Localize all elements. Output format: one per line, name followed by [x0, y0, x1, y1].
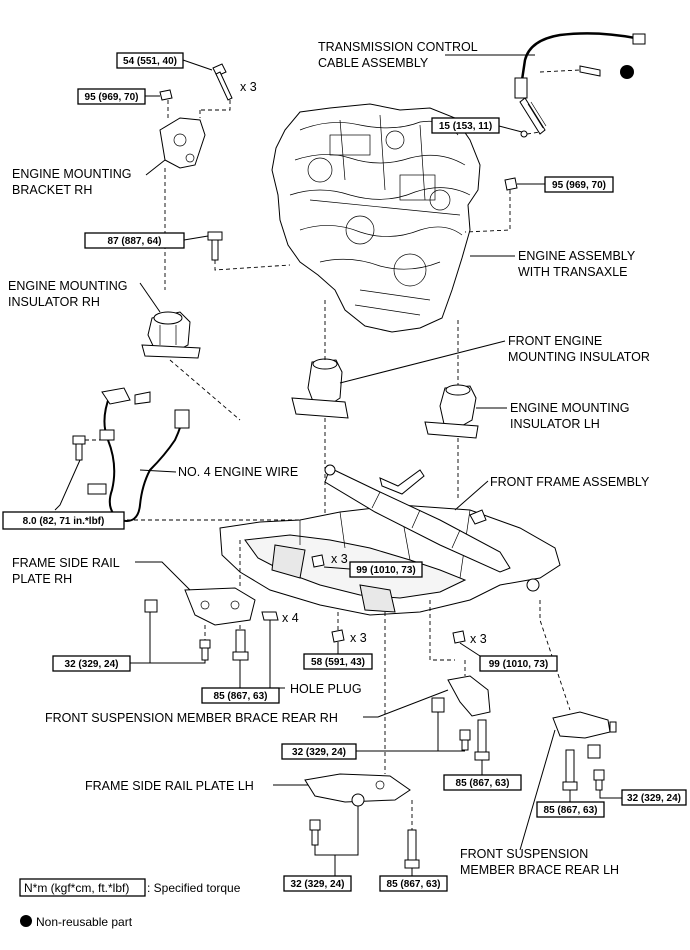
svg-text:32 (329, 24): 32 (329, 24) [627, 793, 681, 804]
svg-text:99 (1010, 73): 99 (1010, 73) [356, 565, 416, 576]
transmission-cable-illustration [514, 32, 646, 135]
torque-box-85-rh: 85 (867, 63) [201, 687, 280, 704]
label-engine-wire: NO. 4 ENGINE WIRE [178, 465, 298, 479]
bolt-32-rh-icon [199, 639, 211, 661]
front-engine-mounting-insulator-illustration [291, 358, 349, 419]
engine-mounting-bracket-rh-illustration [159, 117, 206, 169]
frame-side-rail-plate-rh-illustration [144, 587, 256, 626]
bolt-85-lh-icon [404, 829, 420, 869]
svg-text:99 (1010, 73): 99 (1010, 73) [489, 659, 549, 670]
torque-box-8: 8.0 (82, 71 in.*lbf) [2, 511, 125, 530]
multiplier-nut-99-left: x 3 [331, 552, 348, 566]
label-brace-rear-lh-line1: FRONT SUSPENSION [460, 847, 588, 861]
bolt-85-rh-icon [232, 629, 249, 661]
bolt-32-brace-lh-icon [593, 769, 605, 791]
label-mounting-bracket-rh-line1: ENGINE MOUNTING [12, 167, 131, 181]
label-frame-side-rail-rh-line1: FRAME SIDE RAIL [12, 556, 120, 570]
bolt-8-icon [72, 435, 86, 461]
svg-text:32 (329, 24): 32 (329, 24) [291, 879, 345, 890]
torque-box-15: 15 (153, 11) [431, 117, 500, 134]
nut-58-icon [331, 629, 345, 643]
label-transmission-cable-line1: TRANSMISSION CONTROL [318, 40, 478, 54]
svg-text:85 (867, 63): 85 (867, 63) [387, 879, 441, 890]
label-mounting-bracket-rh-line2: BRACKET RH [12, 183, 92, 197]
label-engine-assembly-line2: WITH TRANSAXLE [518, 265, 628, 279]
torque-box-54: 54 (551, 40) [116, 52, 184, 69]
svg-text:8.0 (82, 71 in.*lbf): 8.0 (82, 71 in.*lbf) [23, 516, 105, 527]
multiplier-hole-plug: x 4 [282, 611, 299, 625]
legend-torque-key-text: N*m (kgf*cm, ft.*lbf) [24, 881, 129, 895]
torque-box-58: 58 (591, 43) [303, 653, 373, 670]
front-suspension-brace-rear-rh-illustration [431, 675, 491, 717]
engine-mounting-insulator-lh-illustration [424, 384, 479, 439]
bolt-54-icon [212, 63, 233, 101]
torque-box-32-brace-rh: 32 (329, 24) [281, 743, 357, 760]
svg-text:85 (867, 63): 85 (867, 63) [544, 805, 598, 816]
nut-99-left-icon [311, 554, 325, 568]
label-engine-assembly-line1: ENGINE ASSEMBLY [518, 249, 636, 263]
hole-plug-icon [261, 611, 279, 621]
torque-box-85-brace-rh: 85 (867, 63) [443, 774, 522, 791]
torque-box-85-lh: 85 (867, 63) [379, 875, 448, 892]
label-frame-side-rail-rh-line2: PLATE RH [12, 572, 72, 586]
bolt-32-brace-rh-icon [459, 729, 471, 751]
multiplier-bolt-54: x 3 [240, 80, 257, 94]
bolt-85-brace-rh-icon [474, 719, 490, 761]
label-insulator-rh-line2: INSULATOR RH [8, 295, 100, 309]
nut-95-top-icon [159, 89, 173, 101]
svg-text:32 (329, 24): 32 (329, 24) [292, 747, 346, 758]
non-reusable-part-marker-icon [620, 65, 634, 79]
engine-mounting-insulator-rh-illustration [141, 311, 201, 359]
label-insulator-rh-line1: ENGINE MOUNTING [8, 279, 127, 293]
bolt-85-brace-lh-icon [562, 749, 578, 791]
label-transmission-cable-line2: CABLE ASSEMBLY [318, 56, 429, 70]
legend-torque-key: N*m (kgf*cm, ft.*lbf) : Specified torque [19, 878, 241, 897]
torque-box-87: 87 (887, 64) [84, 232, 185, 249]
torque-box-99-right: 99 (1010, 73) [479, 655, 558, 672]
torque-box-32-lh: 32 (329, 24) [283, 875, 352, 892]
label-brace-rear-rh: FRONT SUSPENSION MEMBER BRACE REAR RH [45, 711, 338, 725]
multiplier-nut-58: x 3 [350, 631, 367, 645]
bolt-32-lh-icon [309, 819, 321, 846]
non-reusable-legend-icon [20, 915, 32, 927]
multiplier-nut-99-right: x 3 [470, 632, 487, 646]
torque-box-32-brace-lh: 32 (329, 24) [621, 789, 687, 806]
svg-text:58 (591, 43): 58 (591, 43) [311, 657, 365, 668]
nut-99-right-icon [452, 630, 466, 644]
label-brace-rear-lh-line2: MEMBER BRACE REAR LH [460, 863, 619, 877]
svg-text:87 (887, 64): 87 (887, 64) [108, 236, 162, 247]
label-frame-side-rail-lh: FRAME SIDE RAIL PLATE LH [85, 779, 254, 793]
no4-engine-wire-illustration [87, 387, 190, 522]
legend-torque-desc: : Specified torque [147, 881, 241, 895]
torque-box-95-top: 95 (969, 70) [77, 88, 146, 105]
svg-text:95 (969, 70): 95 (969, 70) [85, 92, 139, 103]
svg-text:85 (867, 63): 85 (867, 63) [456, 778, 510, 789]
torque-box-95-right: 95 (969, 70) [544, 176, 614, 193]
legend-nonreusable: Non-reusable part [20, 915, 133, 929]
bolt-87-icon [207, 231, 223, 261]
label-front-frame: FRONT FRAME ASSEMBLY [490, 475, 650, 489]
legend-nonreusable-text: Non-reusable part [36, 915, 133, 929]
svg-text:32 (329, 24): 32 (329, 24) [65, 659, 119, 670]
label-front-insulator-line1: FRONT ENGINE [508, 334, 602, 348]
label-front-insulator-line2: MOUNTING INSULATOR [508, 350, 650, 364]
svg-text:85 (867, 63): 85 (867, 63) [214, 691, 268, 702]
label-insulator-lh-line1: ENGINE MOUNTING [510, 401, 629, 415]
front-suspension-brace-rear-lh-illustration [552, 711, 617, 759]
torque-box-99-left: 99 (1010, 73) [349, 561, 423, 578]
torque-box-85-brace-lh: 85 (867, 63) [536, 801, 605, 818]
engine-assembly-illustration [271, 103, 481, 333]
svg-text:95 (969, 70): 95 (969, 70) [552, 180, 606, 191]
torque-box-32-rh: 32 (329, 24) [52, 655, 131, 672]
svg-text:54 (551, 40): 54 (551, 40) [123, 56, 177, 67]
label-insulator-lh-line2: INSULATOR LH [510, 417, 600, 431]
nut-95-right-icon [504, 177, 518, 191]
frame-side-rail-plate-lh-illustration [304, 773, 411, 807]
label-hole-plug: HOLE PLUG [290, 682, 362, 696]
svg-text:15 (153, 11): 15 (153, 11) [439, 121, 492, 132]
